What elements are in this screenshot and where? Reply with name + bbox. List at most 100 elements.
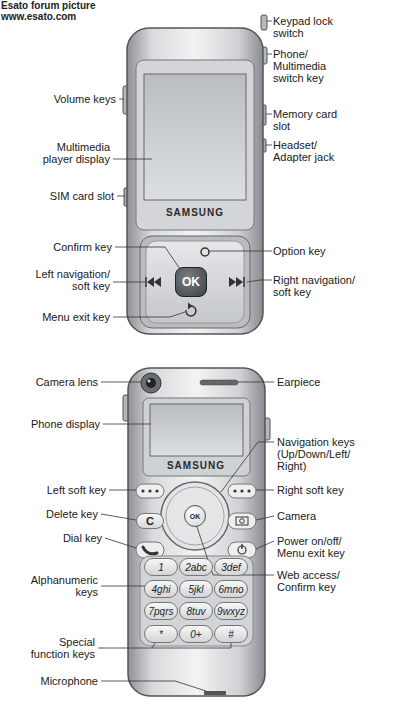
part-label: Delete key: [20, 508, 98, 520]
key-label: #: [228, 629, 234, 640]
part-label: SIM card slot: [20, 190, 114, 202]
keypad-key: *: [144, 625, 178, 643]
prev-icon: [147, 277, 154, 287]
keypad-key: #: [214, 625, 248, 643]
key-label: 4ghi: [152, 584, 171, 595]
next-icon-bar: [243, 277, 245, 287]
leader-line: [101, 514, 136, 520]
part-label: Phone/ Multimedia switch key: [273, 48, 343, 84]
soft-key: [228, 484, 256, 498]
camera-lens: [141, 373, 161, 393]
part-label: Web access/ Confirm key: [277, 569, 357, 593]
next-icon: [236, 277, 243, 287]
leader-lines: [98, 382, 274, 691]
leader-line: [266, 145, 272, 146]
option-key-icon: [201, 248, 209, 256]
leader-line: [247, 280, 272, 282]
leader-line: [238, 382, 274, 383]
lock-switch: [261, 15, 267, 30]
part-label: Volume keys: [20, 93, 116, 105]
soft-key-dot: [233, 489, 236, 492]
part-label: Power on/off/ Menu exit key: [277, 535, 357, 559]
leader-line: [256, 490, 274, 491]
leader-line: [256, 516, 274, 520]
phone-body: [128, 368, 265, 696]
confirm-key: OK: [175, 267, 207, 297]
key-label: C: [146, 515, 154, 527]
keypad-plate: [140, 556, 253, 646]
watermark: Esato forum picture: [1, 0, 141, 11]
next-icon: [229, 277, 236, 287]
leader-line: [101, 586, 145, 587]
back-icon-head: [188, 303, 193, 310]
dial-icon: [143, 547, 157, 554]
key-label: OK: [182, 275, 200, 289]
leader-line: [113, 282, 145, 283]
part-label: Memory card slot: [273, 108, 343, 132]
keypad-key: 3def: [214, 558, 248, 576]
brand-logo: SAMSUNG: [151, 460, 241, 472]
keypad-key: 7pqrs: [144, 602, 178, 620]
part-label: Earpiece: [277, 376, 377, 388]
earpiece: [200, 380, 238, 385]
part-label: Left soft key: [20, 484, 106, 496]
leader-line: [109, 490, 136, 491]
control-panel: [146, 241, 244, 323]
leader-line: [117, 196, 125, 197]
brand-logo: SAMSUNG: [150, 207, 240, 219]
part-label: Menu exit key: [20, 311, 110, 323]
confirm-key: OK: [184, 505, 206, 527]
soft-key-dot: [141, 489, 144, 492]
key-label: *: [159, 629, 163, 640]
part-label: Camera: [277, 510, 377, 522]
leader-lines: [113, 21, 272, 317]
leader-line: [103, 424, 151, 425]
key-label: 3def: [221, 562, 240, 573]
key-label: OK: [190, 513, 201, 520]
part-label: Left navigation/ soft key: [20, 268, 110, 292]
soft-key-dot: [155, 489, 158, 492]
phone-screen: [150, 404, 243, 456]
leader-line: [266, 114, 272, 115]
camera-key: [228, 513, 256, 529]
leader-line: [256, 541, 274, 549]
camera-lens-glass: [146, 378, 156, 388]
leader-line: [113, 312, 185, 317]
keypad-key: 4ghi: [144, 580, 178, 598]
screen-frame: [143, 398, 250, 476]
microphone: [204, 691, 226, 695]
soft-key-dot: [240, 489, 243, 492]
leader-line: [267, 54, 272, 55]
leader-line: [115, 247, 182, 272]
part-label: Headset/ Adapter jack: [273, 139, 348, 163]
part-label: Dial key: [20, 532, 102, 544]
part-label: Alphanumeric keys: [20, 574, 98, 598]
keypad-key: 1: [144, 558, 178, 576]
part-label: Option key: [273, 245, 373, 257]
leader-line: [101, 681, 206, 691]
camera-icon: [236, 517, 248, 525]
soft-key-dot: [247, 489, 250, 492]
leader-line: [267, 21, 272, 22]
part-label: Camera lens: [20, 376, 98, 388]
lens-highlight: [148, 380, 151, 383]
part-label: Phone display: [20, 418, 100, 430]
keypad-key: 8tuv: [179, 602, 213, 620]
leader-line: [209, 251, 272, 252]
camera-icon-lens: [240, 519, 245, 524]
navigation-ring-inner: [166, 487, 224, 545]
soft-key-dot: [148, 489, 151, 492]
keypad-key: 5jkl: [179, 580, 213, 598]
phone-body: [127, 28, 263, 334]
power-icon-bar: [241, 544, 242, 549]
key-label: 0+: [190, 629, 201, 640]
control-pad: [140, 236, 250, 328]
leader-line: [98, 643, 155, 648]
keypad-key: 9wxyz: [214, 602, 248, 620]
leader-line: [101, 382, 141, 383]
prev-icon-bar: [145, 277, 147, 287]
delete-key: C: [136, 513, 164, 529]
leader-line: [221, 442, 274, 492]
key-label: 2abc: [185, 562, 207, 573]
